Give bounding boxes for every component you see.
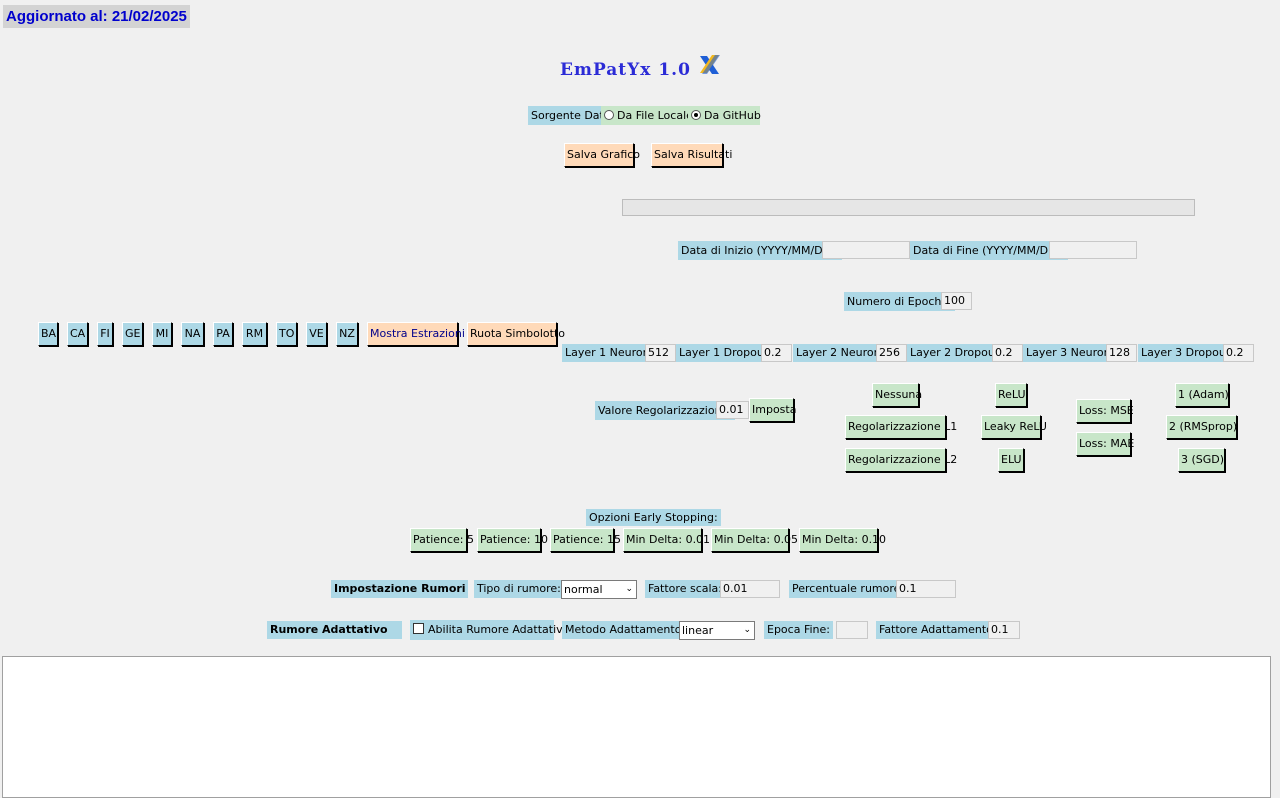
layer1-neurons-label: Layer 1 Neuroni: [562,344,660,362]
chevron-down-icon: ⌄ [625,584,633,594]
radio-icon [604,110,614,120]
optimizer-sgd-button[interactable]: 3 (SGD) [1178,448,1225,472]
wheel-button-ve[interactable]: VE [306,322,327,346]
patience-5-button[interactable]: Patience: 5 [410,528,474,552]
end-epoch-input[interactable] [836,621,868,639]
regularization-none-button[interactable]: Nessuna [872,383,922,407]
layer3-neurons-label: Layer 3 Neuroni: [1023,344,1121,362]
loss-mse-button[interactable]: Loss: MSE [1076,399,1134,423]
noise-percent-input[interactable]: 0.1 [896,580,956,598]
save-results-button[interactable]: Salva Risultati [651,143,732,167]
layer3-neurons-input[interactable]: 128 [1106,344,1137,362]
min-delta-005-button[interactable]: Min Delta: 0.05 [711,528,798,552]
wheel-button-ba[interactable]: BA [38,322,58,346]
source-local-radio[interactable]: Da File Locale [601,106,696,125]
checkbox-icon [413,623,424,634]
wheel-button-ca[interactable]: CA [67,322,88,346]
loss-mae-button[interactable]: Loss: MAE [1076,432,1134,456]
patience-10-button[interactable]: Patience: 10 [477,528,548,552]
min-delta-010-button[interactable]: Min Delta: 0.10 [799,528,886,552]
layer2-dropout-input[interactable]: 0.2 [992,344,1023,362]
noise-scale-label: Fattore scala: [645,580,725,598]
source-label: Sorgente Dati: [528,106,614,125]
epochs-label: Numero di Epoche: [844,292,955,311]
optimizer-adam-button[interactable]: 1 (Adam) [1175,383,1229,407]
wheel-button-ge[interactable]: GE [122,322,143,346]
noise-scale-input[interactable]: 0.01 [720,580,780,598]
chevron-down-icon: ⌄ [743,625,751,635]
app-title: EmPatYx 1.0 [560,60,691,80]
wheel-button-na[interactable]: NA [181,322,204,346]
noise-type-select[interactable]: normal⌄ [561,580,637,599]
progress-bar [622,199,1195,216]
set-regularization-button[interactable]: Imposta [749,398,796,422]
optimizer-rmsprop-button[interactable]: 2 (RMSprop) [1166,415,1237,439]
show-extractions-button[interactable]: Mostra Estrazioni [367,322,465,346]
regularization-l1-button[interactable]: Regolarizzazione L1 [845,415,957,439]
adaptive-noise-title: Rumore Adattativo [267,621,402,639]
radio-selected-icon [691,110,701,120]
logo-icon [700,55,720,74]
adaptation-factor-input[interactable]: 0.1 [988,621,1020,639]
layer2-neurons-input[interactable]: 256 [876,344,907,362]
end-epoch-label: Epoca Fine: [764,621,833,639]
noise-title: Impostazione Rumori [331,580,468,598]
activation-elu-button[interactable]: ELU [998,448,1024,472]
layer2-dropout-label: Layer 2 Dropout: [907,344,1006,362]
source-github-radio[interactable]: Da GitHub [688,106,761,125]
spin-symbolotto-button[interactable]: Ruota Simbolotto [467,322,565,346]
adaptation-factor-label: Fattore Adattamento: [876,621,1000,639]
layer3-dropout-input[interactable]: 0.2 [1223,344,1254,362]
activation-relu-button[interactable]: ReLU [995,383,1027,407]
wheel-button-fi[interactable]: FI [97,322,113,346]
wheel-button-rm[interactable]: RM [242,322,267,346]
wheel-button-to[interactable]: TO [276,322,297,346]
end-date-label: Data di Fine (YYYY/MM/DD): [910,241,1068,260]
regularization-input[interactable]: 0.01 [716,401,749,419]
layer2-neurons-label: Layer 2 Neuroni: [793,344,891,362]
noise-type-label: Tipo di rumore: [474,580,564,598]
save-chart-button[interactable]: Salva Grafico [564,143,640,167]
start-date-label: Data di Inizio (YYYY/MM/DD): [678,241,843,260]
updated-label: Aggiornato al: 21/02/2025 [3,5,190,28]
noise-percent-label: Percentuale rumore: [789,580,908,598]
epochs-input[interactable]: 100 [941,292,972,310]
min-delta-001-button[interactable]: Min Delta: 0.01 [623,528,710,552]
activation-leaky-relu-button[interactable]: Leaky ReLU [981,415,1047,439]
layer1-dropout-input[interactable]: 0.2 [761,344,792,362]
layer1-neurons-input[interactable]: 512 [645,344,676,362]
output-textarea[interactable] [2,656,1271,798]
wheel-button-mi[interactable]: MI [152,322,172,346]
start-date-input[interactable] [822,241,910,259]
regularization-label: Valore Regolarizzazione: [595,401,736,420]
layer3-dropout-label: Layer 3 Dropout: [1138,344,1237,362]
adaptive-noise-checkbox[interactable]: Abilita Rumore Adattativo [410,620,569,640]
patience-15-button[interactable]: Patience: 15 [550,528,621,552]
layer1-dropout-label: Layer 1 Dropout: [676,344,775,362]
adaptation-method-label: Metodo Adattamento: [562,621,689,639]
wheel-button-pa[interactable]: PA [213,322,233,346]
early-stopping-label: Opzioni Early Stopping: [586,509,721,526]
end-date-input[interactable] [1049,241,1137,259]
adaptation-method-select[interactable]: linear⌄ [679,621,755,640]
regularization-l2-button[interactable]: Regolarizzazione L2 [845,448,957,472]
wheel-button-nz[interactable]: NZ [336,322,358,346]
